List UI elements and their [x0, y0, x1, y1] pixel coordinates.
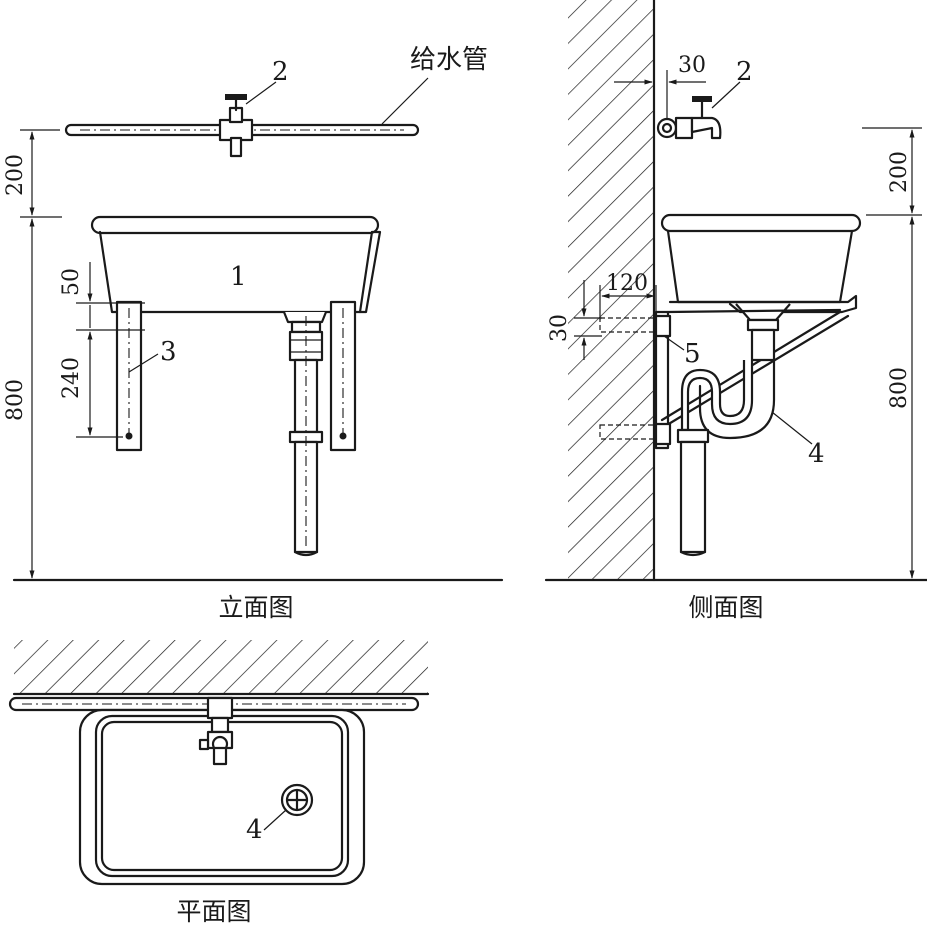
- caption-side-view: 侧面图: [688, 593, 763, 622]
- front-drain-pipe: [282, 311, 328, 557]
- front-dimensions: [20, 129, 145, 579]
- leader-supply-pipe: [381, 77, 429, 125]
- leader-3: [128, 353, 159, 373]
- dim-120: 120: [606, 271, 648, 296]
- label-4-plan: 4: [246, 815, 263, 845]
- dim-50: 50: [59, 268, 84, 296]
- label-2-front: 2: [272, 57, 289, 87]
- label-1: 1: [230, 262, 247, 292]
- dim-200-side: 200: [887, 151, 912, 193]
- plan-view: 4 平面图: [8, 640, 430, 925]
- front-bracket-left: [115, 300, 143, 452]
- label-4-side: 4: [808, 439, 825, 469]
- front-bracket-right: [329, 300, 357, 452]
- side-dimensions-left: [574, 280, 657, 360]
- leader-4-side: [771, 411, 813, 445]
- dim-800-front: 800: [3, 379, 28, 421]
- side-anchor-bolt-top: [599, 317, 657, 333]
- leader-5: [663, 335, 685, 351]
- caption-plan-view: 平面图: [176, 897, 251, 925]
- front-view: 200 800 50 240 给水管 2 1 3 立面图: [3, 45, 504, 622]
- dim-800-side: 800: [887, 367, 912, 409]
- label-supply-pipe: 给水管: [410, 45, 488, 75]
- front-valve: [218, 94, 254, 158]
- dim-30-left: 30: [547, 314, 572, 342]
- side-s-trap: [676, 318, 780, 557]
- side-bracket: [599, 308, 850, 450]
- leader-4-plan: [263, 809, 287, 831]
- plan-wall-hatch: [14, 640, 428, 694]
- dim-240: 240: [59, 357, 84, 399]
- label-3: 3: [160, 337, 177, 367]
- plan-faucet: [198, 696, 234, 766]
- label-5: 5: [684, 339, 701, 369]
- leader-2-side: [711, 81, 741, 109]
- side-dimensions-right: [862, 127, 922, 579]
- dim-200-front: 200: [3, 154, 28, 196]
- side-anchor-bolt-bottom: [599, 424, 657, 440]
- side-sink-basin: [660, 213, 862, 322]
- dim-30-top: 30: [678, 53, 706, 78]
- front-sink-basin: [90, 215, 382, 314]
- side-wall-hatch: [568, 0, 654, 580]
- side-view: 200 800 120 30 30 2 5 4 侧面图: [544, 0, 927, 622]
- plan-drain: [280, 783, 314, 817]
- label-2-side: 2: [736, 57, 753, 87]
- leader-2-front: [245, 81, 277, 105]
- side-faucet: [656, 96, 722, 140]
- side-dim-30-top: [614, 70, 706, 118]
- caption-front-view: 立面图: [218, 593, 293, 622]
